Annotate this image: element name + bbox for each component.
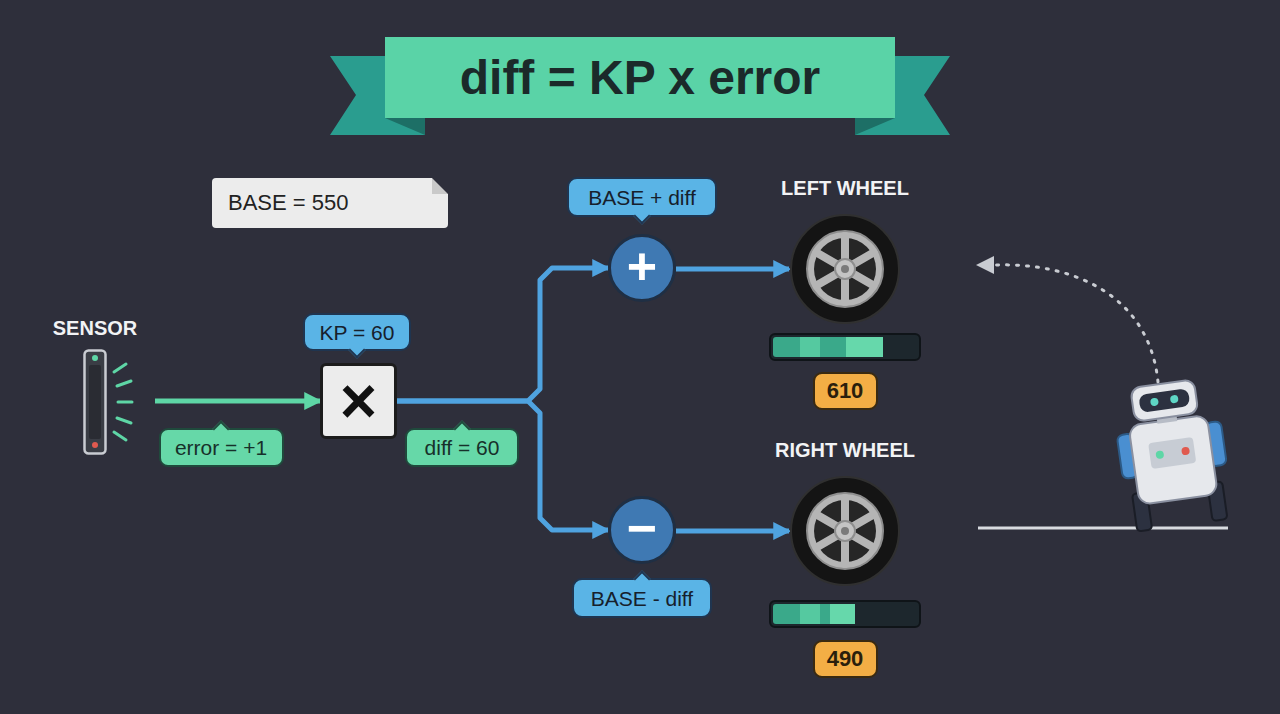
- node-text: 490: [827, 648, 864, 670]
- wheel-shape-part: [835, 259, 855, 279]
- pill-pointer: [634, 208, 651, 225]
- badge-node: 610: [813, 372, 878, 410]
- edge-label: diff = 60: [425, 437, 500, 458]
- wheel-shape-part: [841, 265, 849, 273]
- floor-line: [978, 527, 1228, 530]
- speed-bar: [830, 604, 855, 624]
- sensor-emission: [118, 401, 132, 404]
- sensor-shape-part: [85, 351, 106, 454]
- wheel-shape-part: [791, 477, 899, 585]
- node-heading: SENSOR: [53, 317, 137, 340]
- circle-node: −: [608, 496, 676, 564]
- node-text: 610: [827, 380, 864, 402]
- circle-node: +: [608, 234, 676, 302]
- node-text: ×: [340, 369, 377, 433]
- wheel-shape: [789, 213, 901, 325]
- sensor-emission: [114, 364, 132, 440]
- speed-bar: [770, 334, 920, 360]
- robot: [1110, 376, 1234, 532]
- edge-label-pill: diff = 60: [405, 428, 519, 467]
- sensor-emission: [114, 432, 126, 440]
- edge-label-pill: error = +1: [159, 428, 284, 467]
- title-banner: [855, 118, 895, 135]
- sensor-shape-part: [92, 355, 98, 361]
- title-text: diff = KP x error: [460, 50, 821, 105]
- node-text: +: [627, 240, 657, 292]
- pill-pointer: [213, 420, 230, 437]
- circle-shape-part: [610, 498, 675, 563]
- node-heading: RIGHT WHEEL: [775, 439, 915, 462]
- node-heading: LEFT WHEEL: [781, 177, 909, 200]
- note-node: BASE = 550: [212, 178, 448, 228]
- node-text: BASE - diff: [591, 588, 693, 609]
- robot: [1129, 415, 1218, 505]
- robot: [1138, 388, 1190, 413]
- pill-pointer: [454, 420, 471, 437]
- robot: [1181, 447, 1190, 456]
- wheel-shape-part: [841, 527, 849, 535]
- turn-arrow: [976, 256, 994, 274]
- title-banner: [385, 118, 425, 135]
- speed-bar: [800, 604, 820, 624]
- wheel-shape-part: [835, 521, 855, 541]
- title-banner: [385, 37, 895, 118]
- robot: [1170, 395, 1179, 404]
- sensor-emission: [117, 381, 131, 386]
- speed-bar: [800, 337, 820, 357]
- sensor-shape-part: [92, 442, 98, 448]
- robot: [1150, 397, 1159, 406]
- title-banner: [330, 37, 950, 135]
- connector-arrow: [397, 268, 608, 401]
- pill-pointer: [349, 342, 366, 359]
- robot: [1155, 450, 1164, 459]
- sensor-node: SENSOR: [83, 349, 107, 455]
- wheel-shape-part: [791, 215, 899, 323]
- pill-node: BASE - diff: [572, 578, 712, 618]
- sensor-emission: [114, 364, 126, 372]
- sensor-shape-part: [89, 365, 101, 439]
- speed-bar: [770, 601, 920, 627]
- robot: [1130, 379, 1198, 422]
- wheel-node: LEFT WHEEL: [789, 213, 901, 325]
- robot: [1148, 437, 1196, 469]
- speed-bar: [773, 337, 883, 357]
- wheel-node: RIGHT WHEEL: [789, 475, 901, 587]
- node-text: KP = 60: [320, 322, 395, 343]
- node-text: BASE = 550: [228, 192, 348, 214]
- box-node: ×: [320, 363, 397, 439]
- connector-arrow: [676, 529, 789, 534]
- circle-shape-part: [610, 236, 675, 301]
- pill-pointer: [634, 571, 651, 588]
- sensor-shape: [83, 349, 107, 455]
- connector-arrow: [676, 267, 789, 272]
- wheel-shape-part: [807, 493, 883, 569]
- floor-line: [978, 528, 1228, 529]
- turn-arrow: [976, 256, 1158, 382]
- wheel-shape: [789, 475, 901, 587]
- speed-bar: [846, 337, 883, 357]
- title-banner-text: diff = KP x error: [385, 37, 895, 118]
- speed-bar: [773, 604, 855, 624]
- node-text: −: [627, 502, 657, 554]
- speed-bar: [770, 334, 920, 627]
- edge-label: error = +1: [175, 437, 267, 458]
- connector-arrow: [397, 401, 608, 530]
- node-text: BASE + diff: [588, 187, 696, 208]
- connector-arrow: [155, 399, 320, 404]
- wheel-shape-part: [807, 231, 883, 307]
- pill-node: KP = 60: [303, 313, 411, 351]
- sensor-emission: [117, 418, 131, 423]
- pill-node: BASE + diff: [567, 177, 717, 217]
- turn-arrow: [994, 265, 1158, 382]
- badge-node: 490: [813, 640, 878, 678]
- note-fold: [432, 178, 448, 194]
